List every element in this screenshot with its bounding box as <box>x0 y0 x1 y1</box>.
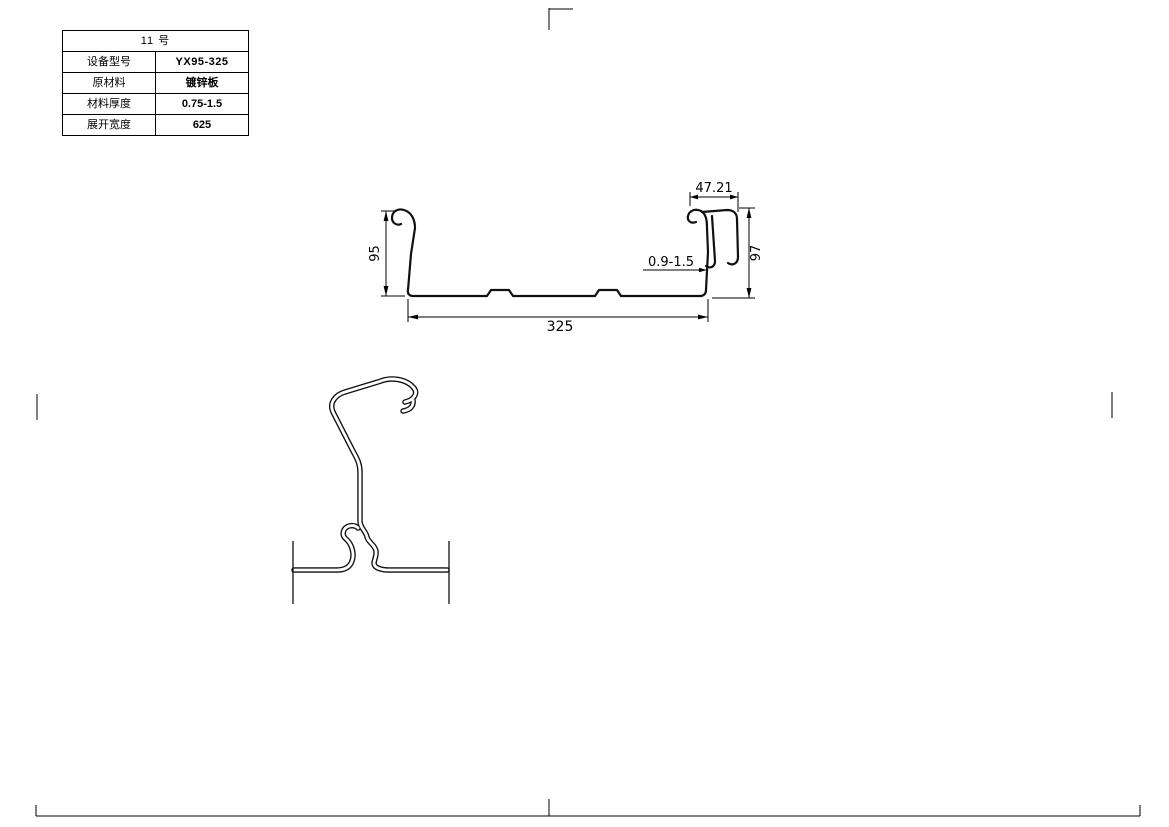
arrowhead <box>746 208 752 218</box>
arrowhead <box>383 211 389 221</box>
arrowhead <box>408 314 418 320</box>
seam-outline-inner <box>292 377 449 572</box>
dim-left-height-text: 95 <box>368 245 383 262</box>
seam-lower-sheet-core <box>292 524 360 572</box>
title-block-row: 材料厚度 0.75-1.5 <box>62 93 249 115</box>
dimension-arrows <box>383 194 752 320</box>
seam-claw-prong-core <box>401 398 415 413</box>
field-value-coil-width: 625 <box>155 114 249 136</box>
section-right-cap <box>700 208 740 266</box>
dim-top-width-text: 47.21 <box>695 181 732 196</box>
arrowhead <box>730 194 738 200</box>
dim-bottom-width-text: 325 <box>547 319 574 335</box>
frame-marks <box>35 8 1141 817</box>
section-right-inner-lip <box>704 214 717 269</box>
section-dimension-texts: 47.21 95 97 0.9-1.5 325 <box>368 181 764 335</box>
arrowhead <box>699 267 707 273</box>
seam-lower-sheet <box>291 522 361 573</box>
section-profile-outline <box>390 208 710 298</box>
arrowhead <box>698 314 708 320</box>
arrowhead <box>383 286 389 296</box>
section-profile <box>390 208 740 298</box>
seam-detail-view <box>291 376 450 604</box>
seam-upper-sheet-core <box>330 377 449 572</box>
arrowhead <box>690 194 698 200</box>
dim-right-height-text: 97 <box>749 245 764 262</box>
seam-break-lines <box>292 541 450 604</box>
arrowhead <box>746 288 752 298</box>
title-block: 11 号 设备型号 YX95-325 原材料 镀锌板 材料厚度 0.75-1.5… <box>62 30 249 136</box>
thickness-label-text: 0.9-1.5 <box>648 255 694 270</box>
title-block-row: 展开宽度 625 <box>62 114 249 136</box>
section-view: 47.21 95 97 0.9-1.5 325 <box>368 181 764 335</box>
section-dimension-lines <box>381 192 755 322</box>
title-block-row: 设备型号 YX95-325 <box>62 51 249 73</box>
